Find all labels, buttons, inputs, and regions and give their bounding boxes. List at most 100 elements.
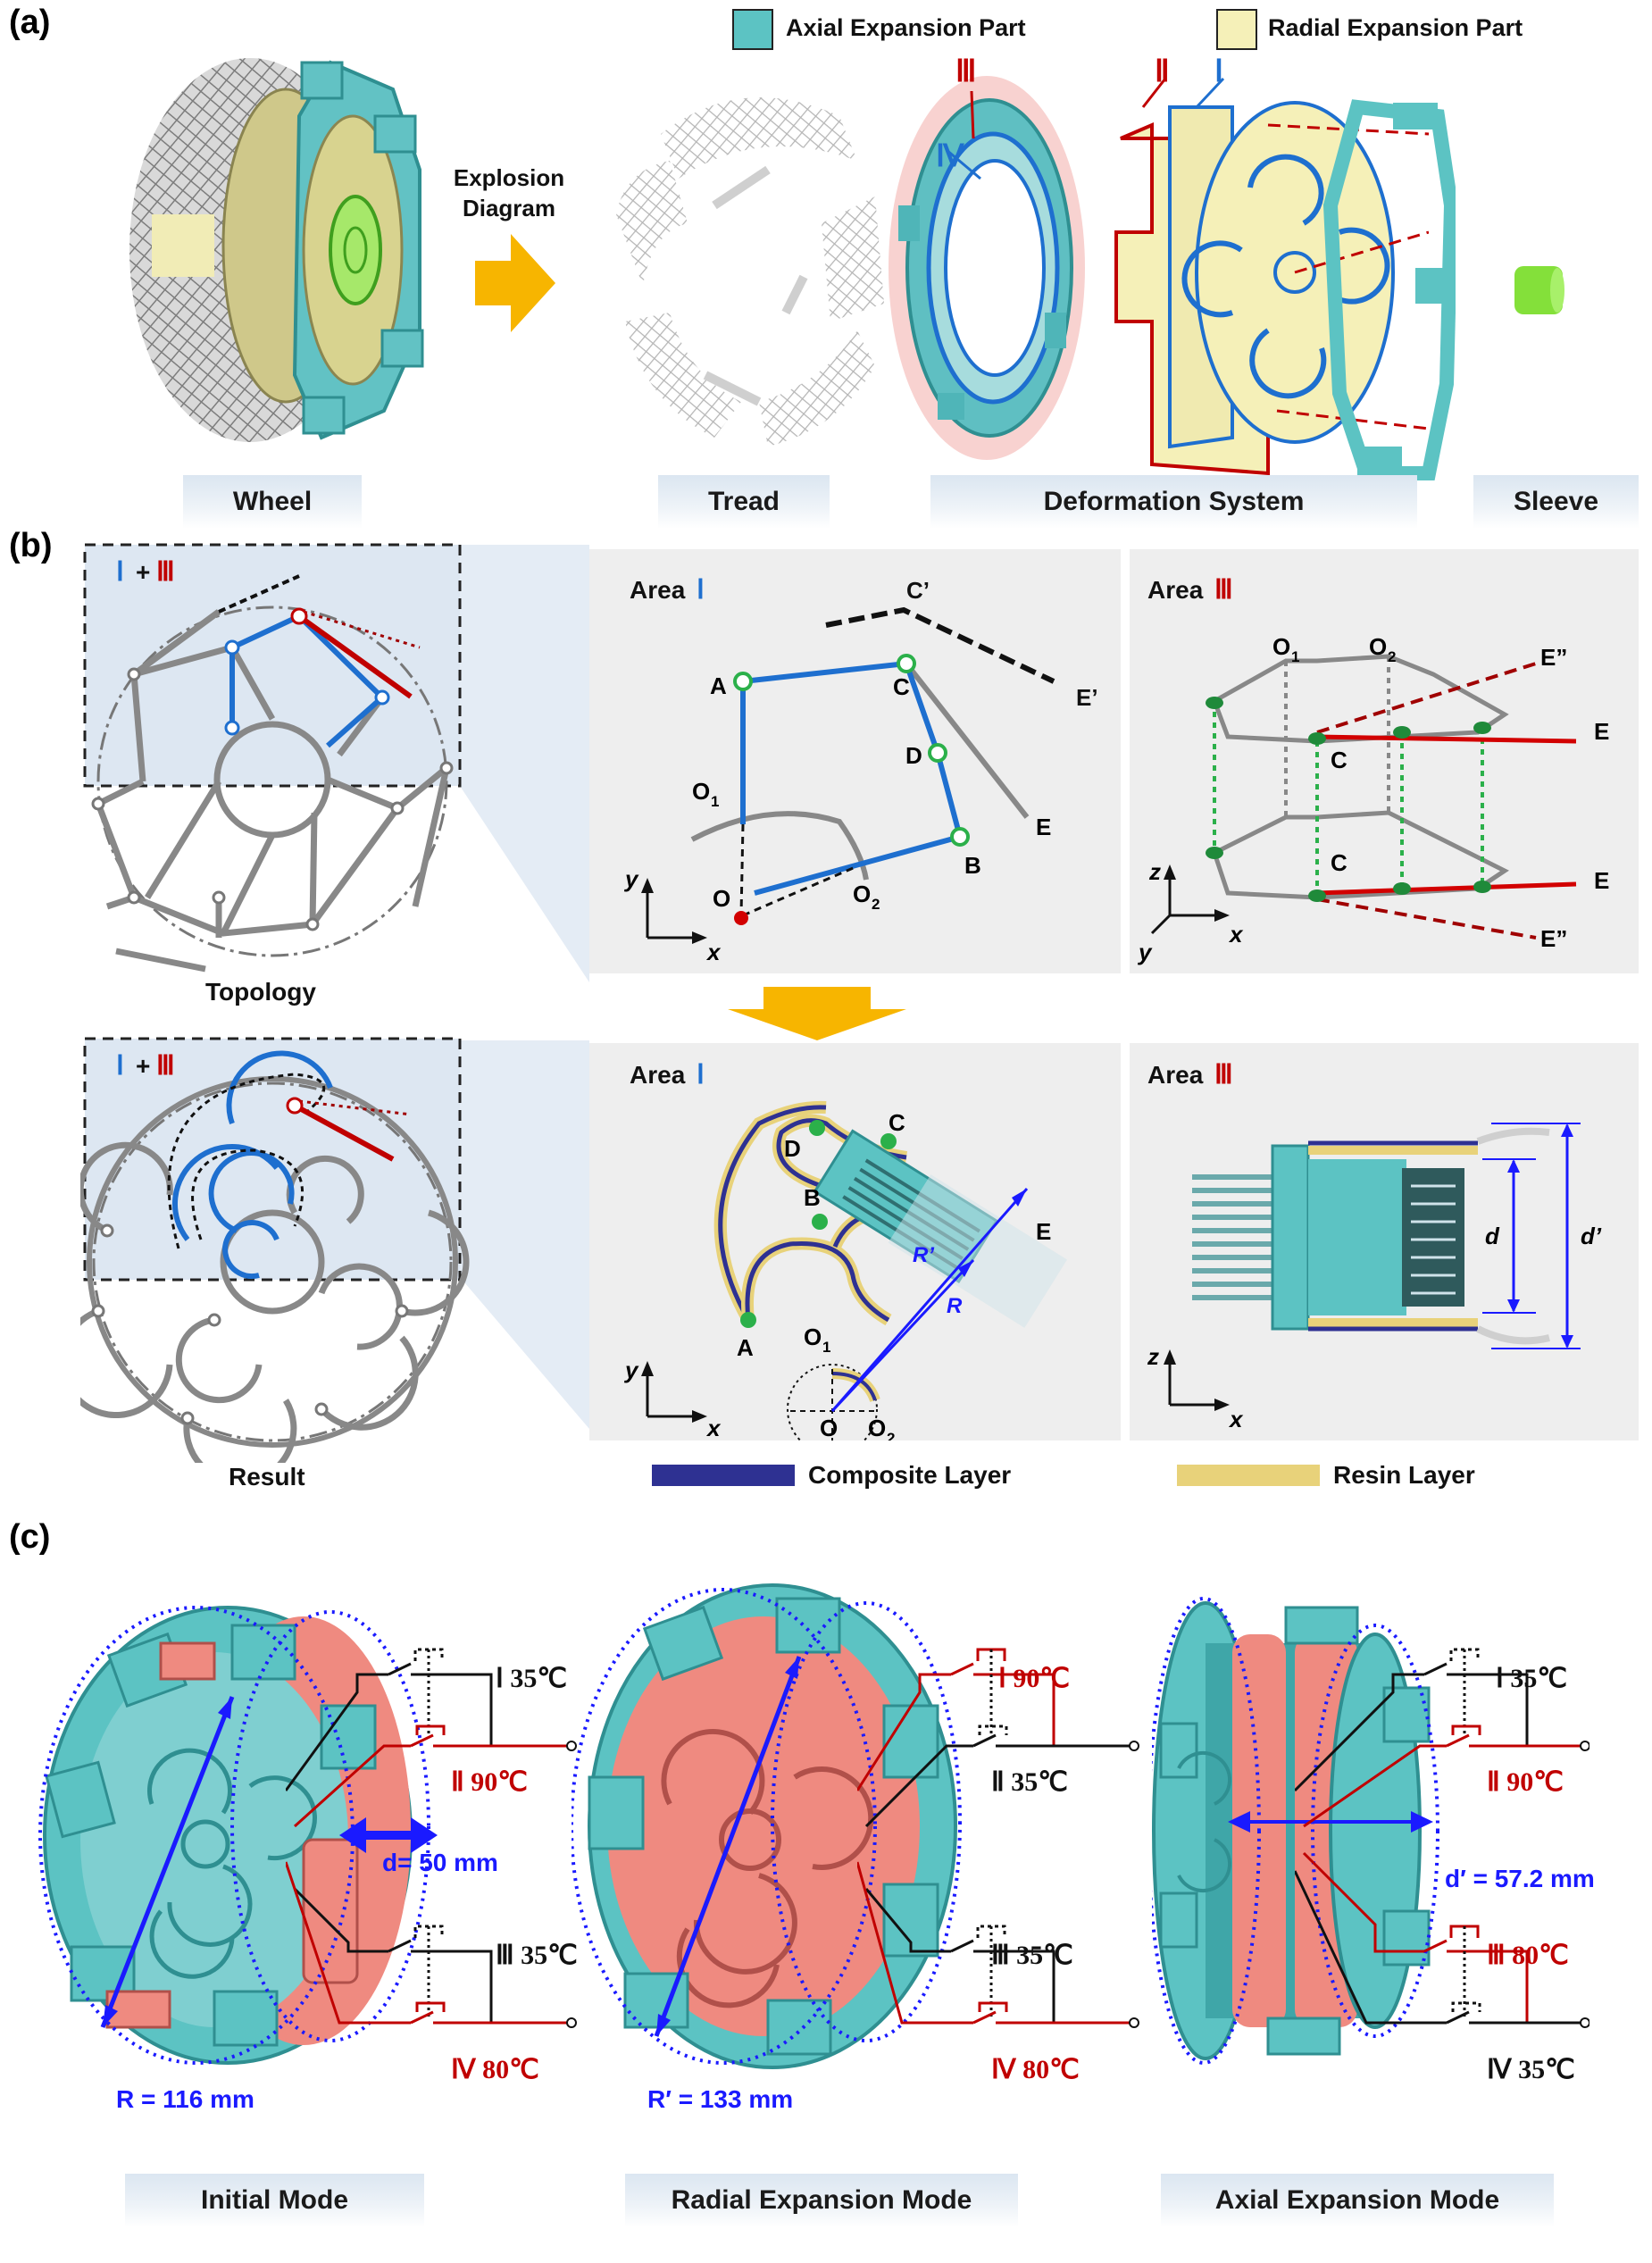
radial-R-label: R′ = 133 mm [647, 2085, 794, 2113]
point-Epp-top: E” [1540, 644, 1567, 671]
explosion-text-2: Diagram [462, 195, 556, 221]
point-E-bottom: E [1036, 1218, 1051, 1245]
topology-label-plus: + [136, 558, 150, 586]
axial-d-label: d′ = 57.2 mm [1445, 1865, 1595, 1892]
point-E-III-top: E [1594, 718, 1609, 745]
point-A-bottom: A [737, 1334, 754, 1361]
axis-x-III-top: x [1228, 921, 1244, 948]
topology-caption: Topology [205, 978, 316, 1006]
legend-radial-label: Radial Expansion Part [1268, 14, 1523, 41]
caption-sleeve: Sleeve [1473, 475, 1639, 529]
point-B-bottom: B [804, 1184, 821, 1211]
result-label-plus: + [136, 1052, 150, 1080]
initial-switch-1: Ⅰ 35℃ [496, 1664, 568, 1693]
dim-R: R [947, 1294, 963, 1318]
axial-mode-illustration [1152, 1597, 1439, 2065]
radial-switch-1: Ⅰ 90℃ [998, 1664, 1071, 1693]
label-IV-a: Ⅳ [936, 140, 964, 173]
result-diagram: Ⅰ + Ⅲ [80, 1037, 470, 1463]
topology-diagram: Ⅰ + Ⅲ [83, 543, 462, 973]
radial-switch-3: Ⅲ 35℃ [991, 1941, 1073, 1970]
panel-label-b: (b) [9, 527, 53, 564]
legend-resin-label: Resin Layer [1333, 1461, 1475, 1489]
point-E-III-bottom: E [1594, 867, 1609, 894]
point-D-top: D [905, 742, 922, 769]
area-III-top-box [1130, 549, 1639, 973]
point-C-bottom: C [889, 1109, 905, 1136]
radial-mode-illustration [572, 1583, 962, 2069]
axis-z-bottom: z [1147, 1343, 1159, 1370]
wheel-illustration [129, 58, 424, 442]
axis-z-top: z [1148, 858, 1161, 885]
point-C-top: C [893, 673, 910, 700]
panel-label-c: (c) [9, 1518, 51, 1556]
axis-x-bottom: x [705, 1415, 722, 1440]
caption-deformation: Deformation System [930, 475, 1417, 529]
point-E-top: E [1036, 814, 1051, 840]
panel-label-a: (a) [9, 4, 51, 41]
area-I-top-diagram: Area Ⅰ C’ E’ A C D B E O 1 O O 2 y x [623, 575, 1098, 965]
point-O2-top: O [853, 881, 871, 907]
dim-dp: d’ [1581, 1223, 1602, 1249]
axial-switch-circuits [1295, 1648, 1589, 2028]
initial-mode-illustration [38, 1606, 438, 2065]
sleeve-illustration [1514, 266, 1564, 314]
initial-switch-3: Ⅲ 35℃ [496, 1941, 578, 1970]
point-O1-III-sub: 1 [1291, 648, 1299, 665]
initial-switch-2: Ⅱ 90℃ [451, 1767, 528, 1797]
point-O1-bottom: O [804, 1324, 822, 1350]
caption-radial-mode: Radial Expansion Mode [625, 2174, 1018, 2227]
label-II-a: Ⅱ [1155, 55, 1170, 88]
radial-switch-2: Ⅱ 35℃ [991, 1767, 1068, 1797]
caption-initial-mode: Initial Mode [125, 2174, 424, 2227]
explosion-arrow [475, 234, 555, 332]
axial-ring-illustration [889, 76, 1085, 460]
legend-radial-swatch [1216, 9, 1257, 50]
area-I-bottom-title: Area [630, 1061, 686, 1089]
area-III-bottom-diagram: Area Ⅲ d d’ z x [1147, 1060, 1602, 1432]
point-O1-sub-top: 1 [711, 793, 719, 810]
point-O2-bottom: O [868, 1415, 886, 1440]
point-Epp-bottom: E” [1540, 925, 1567, 952]
initial-R-label: R = 116 mm [116, 2085, 254, 2113]
result-caption: Result [229, 1463, 305, 1491]
zoom-connector [460, 545, 589, 1429]
legend-axial-label: Axial Expansion Part [786, 14, 1026, 41]
area-III-bottom-title: Area [1147, 1061, 1204, 1089]
point-Ep: E’ [1076, 684, 1098, 711]
point-B-top: B [964, 852, 981, 879]
area-I-bottom-roman: Ⅰ [697, 1060, 705, 1090]
axial-switch-1: Ⅰ 35℃ [1496, 1664, 1568, 1693]
point-D-bottom: D [784, 1135, 801, 1162]
area-I-bottom-diagram: Area Ⅰ A B C D E O 1 O O 2 R’ R [623, 1060, 1067, 1440]
point-O1-III: O [1272, 633, 1290, 660]
point-O1-top: O [692, 778, 710, 805]
point-Cp: C’ [906, 577, 930, 604]
transform-arrow [728, 987, 906, 1040]
axis-y-bottom: y [623, 1357, 639, 1383]
axial-frame-illustration [1322, 99, 1456, 480]
axis-x-III-bottom: x [1228, 1406, 1244, 1432]
caption-wheel: Wheel [183, 475, 362, 529]
radial-switch-4: Ⅳ 80℃ [991, 2055, 1080, 2084]
legend-axial-swatch [732, 9, 773, 50]
label-I-a: Ⅰ [1214, 55, 1224, 88]
axial-switch-4: Ⅳ 35℃ [1487, 2055, 1575, 2084]
area-III-top-title: Area [1147, 576, 1204, 604]
point-O2-III-sub: 2 [1388, 648, 1396, 665]
point-O-top: O [713, 885, 730, 912]
initial-switch-4: Ⅳ 80℃ [451, 2055, 539, 2084]
radial-switch-circuits [857, 1648, 1139, 2028]
point-C-III-bottom: C [1331, 849, 1347, 876]
dim-Rp: R’ [913, 1243, 934, 1267]
topology-label-I: Ⅰ [116, 557, 124, 587]
area-III-top-diagram: Area Ⅲ O 1 O 2 E” E C C E E” z x y [1137, 575, 1609, 965]
dim-d: d [1485, 1223, 1500, 1249]
point-O-bottom: O [820, 1415, 838, 1440]
result-label-I: Ⅰ [116, 1051, 124, 1081]
area-III-bottom-roman: Ⅲ [1214, 1060, 1233, 1090]
caption-axial-mode: Axial Expansion Mode [1161, 2174, 1554, 2227]
label-III-a: Ⅲ [955, 55, 977, 88]
point-O2-sub-top: 2 [872, 896, 880, 913]
point-C-III-top: C [1331, 747, 1347, 773]
